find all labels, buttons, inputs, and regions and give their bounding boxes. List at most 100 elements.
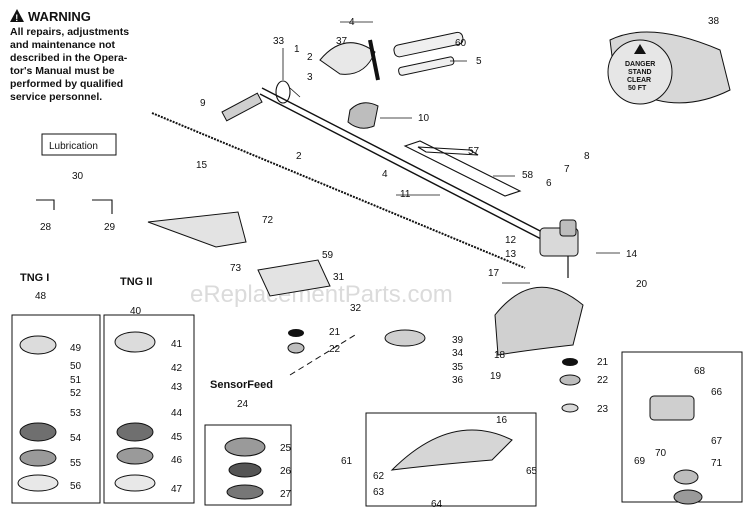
section-sensorfeed: SensorFeed: [210, 379, 273, 391]
callout: 24: [237, 399, 249, 410]
lubrication-box: Lubrication: [41, 133, 117, 156]
callout: 43: [171, 382, 183, 393]
callout: 11: [400, 189, 411, 200]
callout: 63: [373, 487, 385, 498]
callout: 32: [350, 303, 362, 314]
callout: 71: [711, 458, 723, 469]
callout: 18: [494, 350, 506, 361]
warning-line-5: performed by qualified: [10, 78, 123, 90]
callout: 1: [294, 44, 300, 55]
callout: 38: [708, 16, 720, 27]
callout: 25: [280, 443, 292, 454]
callout: 4: [349, 17, 355, 28]
label-line-4: 50 FT: [628, 85, 647, 92]
warning-line-1: All repairs, adjustments: [10, 26, 129, 38]
callout: 12: [505, 235, 517, 246]
callout: 5: [476, 56, 482, 67]
handle-assembly: [319, 31, 464, 81]
callout: 73: [230, 263, 242, 274]
guard-61: [390, 429, 513, 471]
lubrication-label: Lubrication: [49, 141, 98, 152]
callout: 58: [522, 170, 534, 181]
callout: 7: [564, 164, 570, 175]
callout: 68: [694, 366, 706, 377]
warning-line-6: service personnel.: [10, 91, 102, 103]
callout: 57: [468, 146, 480, 157]
callout: 2: [296, 151, 302, 162]
callout: 15: [196, 160, 208, 171]
callout: 2: [307, 52, 313, 63]
callout: 36: [452, 375, 464, 386]
callout: 48: [35, 291, 47, 302]
callout: 65: [526, 466, 538, 477]
shield-59: [257, 259, 331, 297]
label-line-1: DANGER: [625, 61, 655, 68]
callout: 37: [336, 36, 348, 47]
callout: 44: [171, 408, 183, 419]
callout: 9: [200, 98, 206, 109]
shaft-assembly: [151, 80, 579, 278]
callout: 33: [273, 36, 285, 47]
callout: 6: [546, 178, 552, 189]
callout: 45: [171, 432, 183, 443]
warning-block: ! WARNING All repairs, adjustments and m…: [10, 9, 129, 103]
shield-72: [147, 211, 247, 248]
callout: 26: [280, 466, 292, 477]
warning-line-2: and maintenance not: [10, 39, 116, 51]
callout: 39: [452, 335, 464, 346]
gearhead-inset: [621, 351, 743, 505]
callout: 61: [341, 456, 353, 467]
callout: 21: [329, 327, 341, 338]
callout: 4: [382, 169, 388, 180]
callout: 23: [597, 404, 609, 415]
callout: 22: [597, 375, 609, 386]
callout: 14: [626, 249, 638, 260]
callout: 64: [431, 499, 443, 510]
callout: 66: [711, 387, 723, 398]
svg-text:!: !: [15, 13, 18, 23]
callout: 70: [655, 448, 667, 459]
callout: 10: [418, 113, 430, 124]
warning-line-4: tor's Manual must be: [10, 65, 115, 77]
label-line-2: STAND: [628, 69, 652, 76]
tng2-head: [103, 314, 195, 504]
callout: 40: [130, 306, 142, 317]
callout: 28: [40, 222, 52, 233]
section-tng1: TNG I: [20, 272, 49, 284]
tng1-head: [11, 314, 101, 504]
sensorfeed-head: [204, 424, 292, 506]
callout: 46: [171, 455, 183, 466]
label-line-3: CLEAR: [627, 77, 651, 84]
callout: 29: [104, 222, 116, 233]
callout: 3: [307, 72, 313, 83]
leader-lines: [282, 21, 620, 284]
callout: 34: [452, 348, 464, 359]
clamp-part-9: [221, 92, 263, 122]
guard-16: [494, 286, 584, 356]
callout: 35: [452, 362, 464, 373]
callout: 8: [584, 151, 590, 162]
callout: 56: [70, 481, 82, 492]
callout: 16: [496, 415, 508, 426]
callout-labels: 1 2 2 3 4 4 5 6 7 8 9 10 11 12 13 14 15 …: [35, 16, 723, 510]
callout: 17: [488, 268, 500, 279]
callout: 42: [171, 363, 183, 374]
callout: 13: [505, 249, 517, 260]
callout: 60: [455, 38, 467, 49]
section-tng2: TNG II: [120, 276, 152, 288]
callout: 51: [70, 375, 82, 386]
callout: 22: [329, 344, 341, 355]
warning-line-3: described in the Opera-: [10, 52, 128, 64]
guard-group-frame: [365, 412, 537, 507]
callout: 47: [171, 484, 183, 495]
danger-label-38: DANGER STAND CLEAR 50 FT: [607, 31, 731, 105]
washer-stack-21-22: [287, 329, 581, 413]
warning-title: WARNING: [28, 9, 91, 24]
callout: 27: [280, 489, 292, 500]
callout: 62: [373, 471, 385, 482]
callout: 69: [634, 456, 646, 467]
callout: 30: [72, 171, 84, 182]
blade-39: [384, 329, 426, 347]
callout: 31: [333, 272, 345, 283]
